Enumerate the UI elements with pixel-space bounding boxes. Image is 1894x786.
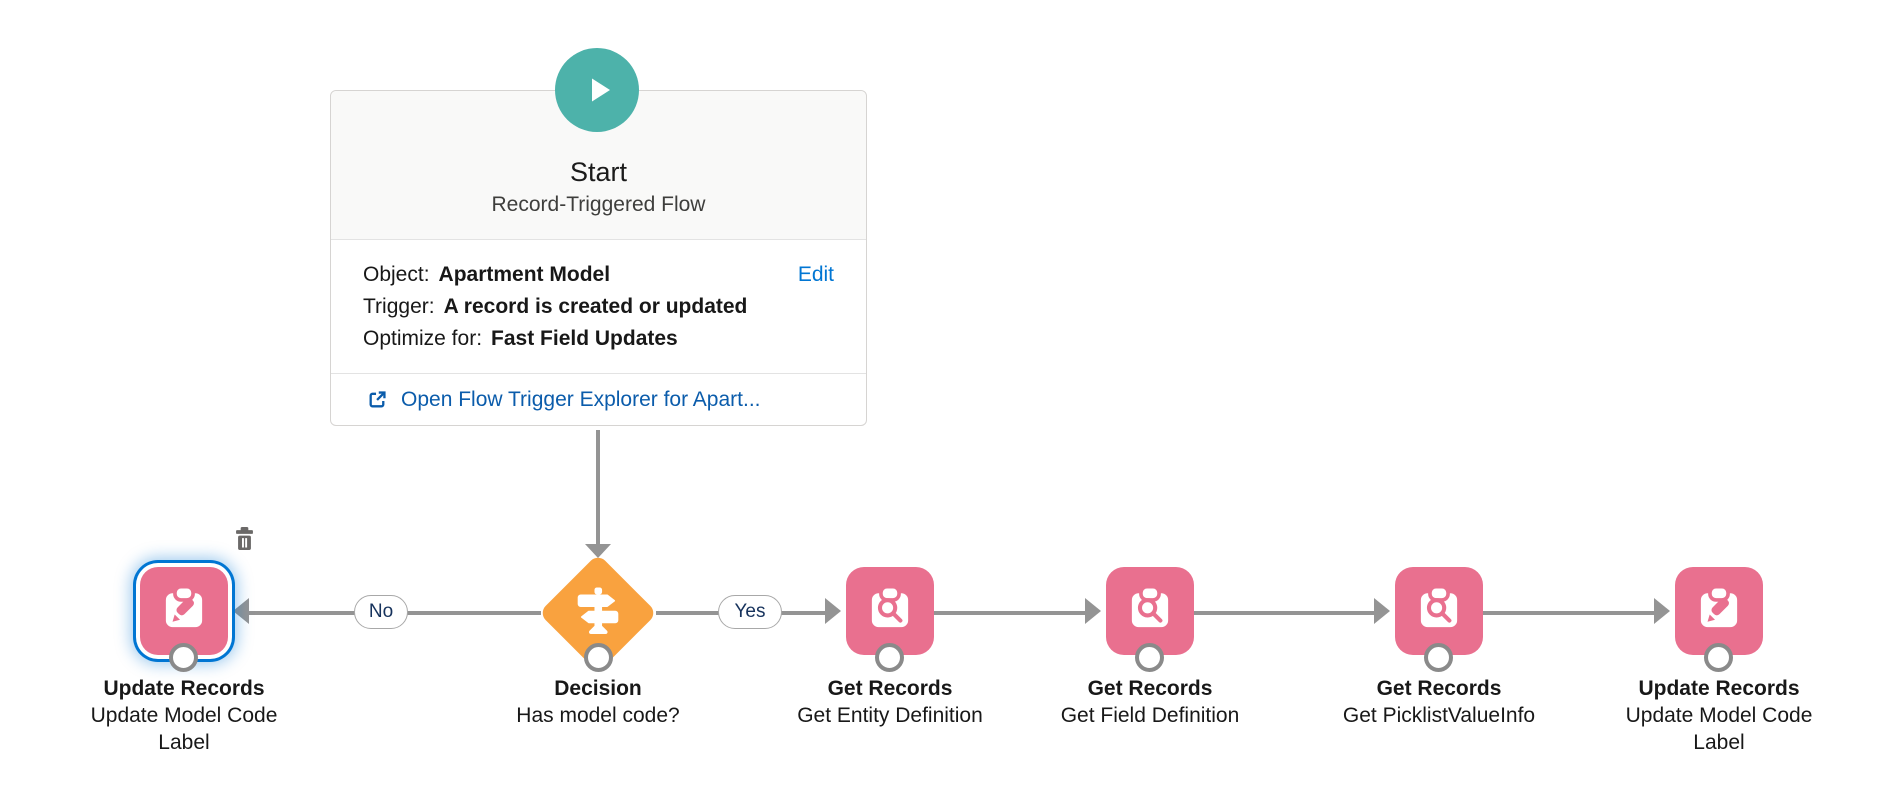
external-link-icon (367, 389, 388, 410)
branch-label-yes-text: Yes (734, 601, 766, 622)
connector-node (934, 611, 1085, 615)
node-title: Get Records (1376, 677, 1502, 700)
node-update-records-yes-branch[interactable] (1675, 567, 1763, 655)
node-get-entity-definition[interactable] (846, 567, 934, 655)
node-label: Get Records Get PicklistValueInfo (1309, 675, 1569, 729)
node-label: Get Records Get Entity Definition (760, 675, 1020, 729)
field-value: Apartment Model (438, 262, 611, 286)
node-connector-anchor[interactable] (1704, 643, 1733, 672)
node-title: Update Records (103, 677, 265, 700)
flow-trigger-explorer-link[interactable]: Open Flow Trigger Explorer for Apart... (367, 388, 760, 412)
edit-link[interactable]: Edit (797, 262, 834, 286)
node-title: Get Records (827, 677, 953, 700)
node-subtitle: Update Model Code Label (1625, 704, 1813, 754)
play-icon (573, 66, 621, 114)
arrowhead-right-icon (1085, 598, 1101, 624)
trash-icon (233, 538, 256, 555)
arrowhead-right-icon (1654, 598, 1670, 624)
node-title: Get Records (1087, 677, 1213, 700)
arrowhead-right-icon (1374, 598, 1390, 624)
field-value: Fast Field Updates (491, 326, 678, 350)
branch-label-no-text: No (368, 601, 394, 622)
node-get-field-definition[interactable] (1106, 567, 1194, 655)
connector-start-to-decision (596, 430, 600, 544)
start-card-footer: Open Flow Trigger Explorer for Apart... (331, 373, 866, 425)
start-card[interactable]: Start Record-Triggered Flow Object: Apart… (330, 90, 867, 426)
node-connector-anchor[interactable] (1424, 643, 1453, 672)
branch-label-yes[interactable]: Yes (718, 595, 782, 629)
decision-label: Decision Has model code? (468, 675, 728, 729)
start-field-trigger: Trigger: A record is created or updated (363, 291, 834, 323)
node-label: Update Records Update Model Code Label (1609, 675, 1829, 756)
node-update-records-no-branch[interactable] (140, 567, 228, 655)
node-subtitle: Get Field Definition (1060, 704, 1240, 727)
connector-node (1483, 611, 1654, 615)
field-label: Trigger: (363, 294, 435, 318)
branch-label-no[interactable]: No (354, 595, 408, 629)
decision-subtitle: Has model code? (516, 704, 680, 727)
flow-trigger-explorer-link-label: Open Flow Trigger Explorer for Apart... (401, 387, 761, 411)
node-label: Update Records Update Model Code Label (74, 675, 294, 756)
node-subtitle: Get Entity Definition (797, 704, 983, 727)
decision-connector-anchor[interactable] (584, 643, 613, 672)
node-connector-anchor[interactable] (169, 643, 198, 672)
node-get-picklistvalueinfo[interactable] (1395, 567, 1483, 655)
clipboard-search-icon (861, 580, 919, 643)
start-card-body: Object: Apartment Model Trigger: A record … (331, 240, 866, 374)
start-node-button[interactable] (555, 48, 639, 132)
node-label: Get Records Get Field Definition (1020, 675, 1280, 729)
field-label: Optimize for: (363, 326, 483, 350)
node-subtitle: Update Model Code Label (90, 704, 278, 754)
node-title: Update Records (1638, 677, 1800, 700)
decision-title: Decision (554, 677, 642, 700)
clipboard-search-icon (1410, 580, 1468, 643)
arrowhead-down-icon (585, 544, 611, 558)
start-title: Start (569, 157, 628, 187)
node-connector-anchor[interactable] (875, 643, 904, 672)
arrowhead-right-icon (825, 598, 841, 624)
start-field-object: Object: Apartment Model (363, 259, 834, 291)
field-value: A record is created or updated (443, 294, 748, 318)
start-subtitle: Record-Triggered Flow (491, 193, 706, 216)
clipboard-search-icon (1121, 580, 1179, 643)
arrowhead-left-icon (233, 598, 249, 624)
node-connector-anchor[interactable] (1135, 643, 1164, 672)
clipboard-pencil-icon (155, 580, 213, 643)
delete-button[interactable] (233, 526, 256, 551)
field-label: Object: (363, 262, 430, 286)
clipboard-pencil-icon (1690, 580, 1748, 643)
connector-node (1194, 611, 1374, 615)
start-field-optimize: Optimize for: Fast Field Updates (363, 323, 834, 355)
node-subtitle: Get PicklistValueInfo (1342, 704, 1536, 727)
